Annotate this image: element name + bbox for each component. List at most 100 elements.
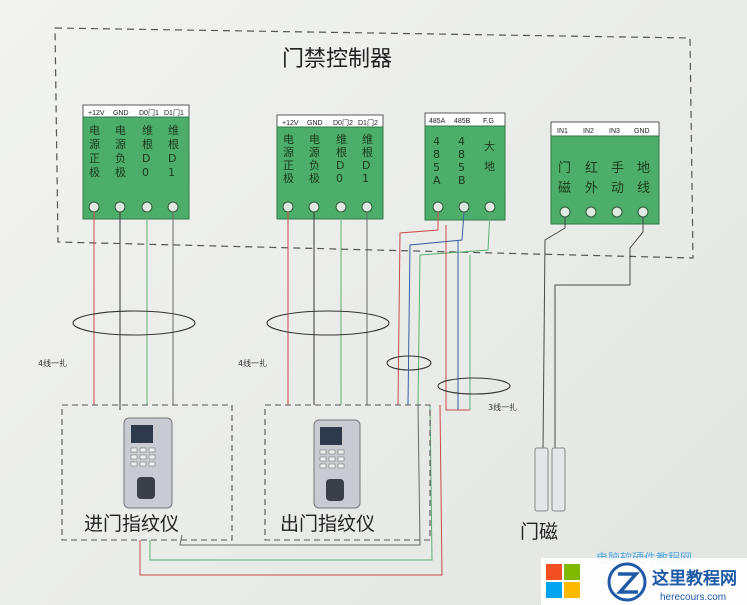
label-char: D — [168, 152, 176, 165]
label-char: 磁 — [558, 181, 571, 196]
entry-reader-label: 进门指纹仪 — [84, 513, 179, 535]
bundle-note: 4线一扎 — [38, 358, 67, 368]
screw-terminal — [458, 201, 470, 213]
label-char: 极 — [89, 165, 100, 179]
label-char: 正 — [89, 152, 100, 165]
label-char: 电 — [115, 124, 126, 137]
label-char: 根 — [362, 145, 373, 159]
screw-terminal — [167, 201, 179, 213]
label-char: 源 — [115, 137, 126, 151]
label-char: 维 — [336, 133, 347, 146]
wire-485b — [407, 211, 465, 406]
exit-reader-label: 出门指纹仪 — [280, 513, 375, 535]
label-char: 动 — [611, 181, 624, 196]
brand-logo-z — [616, 572, 640, 594]
terminal-label: D0门2 — [333, 118, 353, 127]
label-char: 红 — [585, 160, 598, 176]
label-char: 电 — [309, 133, 320, 146]
windows-logo-icon — [546, 564, 580, 598]
wires-exit — [287, 212, 368, 405]
bundle-note: 4线一扎 — [238, 358, 267, 368]
watermark-brand: 这里教程网 — [652, 568, 737, 589]
screw-terminal — [282, 201, 294, 213]
door-magnet-icon — [551, 447, 566, 512]
reader-screen — [320, 427, 342, 445]
terminal-label: GND — [113, 110, 129, 117]
controller-outline — [54, 27, 694, 259]
entry-reader: 进门指纹仪 — [61, 404, 233, 541]
reader-screen — [131, 425, 153, 443]
label-char: 维 — [142, 124, 153, 137]
label-char: 8 — [433, 148, 440, 161]
door-sensor-label: 门磁 — [520, 521, 558, 543]
wire-485a-branch — [445, 225, 470, 411]
terminal-label: GND — [634, 128, 650, 135]
screw-terminal — [585, 206, 597, 218]
label-char: 根 — [336, 145, 347, 159]
wires-entry — [93, 212, 174, 410]
label-char: 4 — [433, 135, 440, 148]
label-char: 地 — [637, 161, 650, 176]
label-char: 门 — [558, 161, 571, 176]
cable-tie — [437, 377, 511, 395]
cable-tie — [72, 310, 196, 336]
screw-terminal — [637, 206, 649, 218]
label-char: 5 — [458, 161, 465, 174]
brand-logo-icon — [607, 562, 647, 602]
label-char: 负 — [309, 158, 320, 172]
terminal-label: D1门2 — [358, 118, 378, 127]
cable-tie — [386, 355, 432, 371]
label-char: B — [458, 174, 466, 187]
label-char: 1 — [362, 172, 369, 185]
wire-fg — [417, 211, 491, 406]
label-char: 外 — [585, 181, 598, 196]
label-char: 电 — [283, 133, 294, 146]
label-char: A — [433, 174, 441, 187]
exit-reader-box — [264, 404, 431, 541]
terminal-label: D0门1 — [139, 108, 159, 117]
watermark: 电脑软硬件教程网 这里教程网 herecours.com — [541, 550, 747, 605]
watermark-url: herecours.com — [660, 592, 726, 603]
screw-terminal — [114, 201, 126, 213]
label-char: D — [336, 159, 344, 172]
exit-reader: 出门指纹仪 — [264, 404, 431, 541]
fingerprint-sensor — [137, 477, 155, 499]
wire-485a — [397, 212, 439, 406]
terminal-block-1: +12V GND D0门1 D1门1 电 源 正 极 电 源 负 极 维 根 D… — [82, 104, 190, 220]
label-char: 源 — [283, 145, 294, 159]
wire-bottom-loop-green — [149, 404, 433, 561]
door-sensor: 门磁 — [520, 447, 566, 543]
terminal-label: 485B — [454, 118, 471, 125]
entry-reader-box — [61, 404, 233, 541]
label-char: 极 — [115, 165, 126, 179]
screw-terminal — [361, 201, 373, 213]
controller-title: 门禁控制器 — [282, 47, 392, 72]
label-char: 根 — [142, 137, 153, 151]
terminal-label: +12V — [282, 120, 299, 127]
screw-terminal — [308, 201, 320, 213]
terminal-label: IN3 — [609, 128, 620, 135]
screw-terminal — [559, 206, 571, 218]
label-char: 根 — [168, 137, 179, 151]
label-char: 极 — [283, 171, 294, 185]
wires-door-sensor — [542, 217, 644, 451]
screw-terminal — [611, 206, 623, 218]
terminal-block-2: +12V GND D0门2 D1门2 电 源 正 极 电 源 负 极 维 根 D… — [276, 114, 384, 220]
label-char: 5 — [433, 161, 440, 174]
label-char: 大 — [484, 139, 495, 153]
label-char: 源 — [89, 137, 100, 151]
screw-terminal — [88, 201, 100, 213]
terminal-label: IN1 — [557, 128, 568, 135]
wire-door-2 — [554, 217, 644, 450]
terminal-label: GND — [307, 120, 323, 127]
label-char: 维 — [362, 133, 373, 146]
screw-terminal — [484, 201, 496, 213]
terminal-label: 485A — [429, 118, 446, 125]
label-char: 维 — [168, 124, 179, 137]
label-char: 0 — [142, 166, 149, 179]
label-char: 地 — [484, 160, 495, 173]
label-char: 源 — [309, 145, 320, 159]
cable-ties — [72, 310, 511, 395]
label-char: D — [362, 159, 370, 172]
label-char: 负 — [115, 151, 126, 165]
